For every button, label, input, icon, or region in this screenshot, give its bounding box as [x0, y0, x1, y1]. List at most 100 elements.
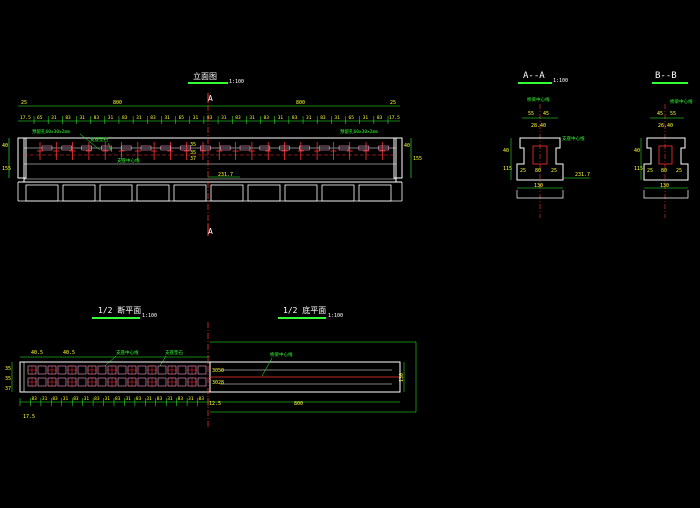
plan-pad [37, 377, 47, 387]
half-plan-note-leader-1 [104, 355, 117, 367]
elevation-spacing-label: 31 [363, 115, 369, 121]
elevation-scale: 1:100 [229, 79, 244, 85]
section-b-top-label: 桥梁中心线 [670, 98, 693, 105]
plan-bottom-label: 83 [136, 396, 142, 402]
elevation-spacing-label: 83 [320, 115, 326, 121]
plan-pad [197, 365, 207, 375]
half-bottom-plan-scale: 1:100 [328, 313, 343, 319]
elevation-note-leader-1 [79, 133, 101, 151]
elevation-bearing-markers [37, 142, 389, 160]
half-plan-title: 1/2 断平面 [98, 305, 141, 315]
elevation-pad [101, 145, 112, 151]
elevation-pad [318, 145, 330, 151]
elevation-height-left-1: 40 [2, 143, 8, 149]
section-a-bottom-3: 25 [551, 168, 557, 174]
plan-pad [77, 377, 87, 387]
section-a-top-label: 桥梁中心线 [527, 96, 550, 103]
elevation-spacing-label: 83 [65, 115, 71, 121]
elevation-mid-dim-2: 35 [190, 150, 196, 156]
elevation-spacing-label: 31 [108, 115, 114, 121]
elevation-end-block-left [17, 137, 27, 179]
elevation-spacing-label: 31 [193, 115, 199, 121]
elevation-spacing-first: 17.5 [20, 115, 31, 121]
section-a-dim-top-2: 45 [543, 111, 549, 117]
elevation-center-mark: 231.7 [218, 172, 233, 178]
elevation-spacing-label: 83 [292, 115, 298, 121]
half-plan-scale: 1:100 [142, 313, 157, 319]
plan-bottom-label: 83 [157, 396, 163, 402]
plan-bottom-label: 31 [167, 396, 173, 402]
girder-box [99, 184, 133, 202]
elevation-pad [279, 145, 290, 151]
plan-bottom-label: 83 [52, 396, 58, 402]
cut-mark-bottom: A [208, 227, 213, 236]
elevation-note-leader-2 [107, 142, 113, 153]
section-b-dim-top-3: 26.40 [658, 123, 673, 129]
half-plan-right-height-1: 30 [212, 368, 218, 374]
elevation-spacing-label: 65 [349, 115, 355, 121]
half-plan-dim-top-1: 40.5 [31, 350, 43, 356]
elevation-pad [378, 145, 389, 151]
section-b-dim-top-1: 45 [657, 111, 663, 117]
section-b-title: B--B [655, 71, 677, 81]
section-a-side-note: 支座中心线 [562, 135, 585, 142]
elevation-title: 立面图 [193, 71, 217, 81]
elevation-end-block-right [393, 137, 403, 179]
section-b-outline [643, 137, 689, 181]
plan-bottom-label: 31 [105, 396, 111, 402]
elevation-pad [358, 145, 370, 151]
section-a-height-2: 115 [503, 166, 512, 172]
half-bottom-plan-title: 1/2 底平面 [283, 305, 326, 315]
elevation-height-right-2: 155 [413, 156, 422, 162]
elevation-spacing-label: 31 [334, 115, 340, 121]
section-a-center-mark: 231.7 [575, 172, 590, 178]
elevation-pad [180, 145, 191, 151]
girder-box [210, 184, 244, 202]
girder-box [136, 184, 170, 202]
plan-pad [157, 365, 167, 375]
elevation-pad [61, 145, 73, 151]
plan-pad [177, 365, 187, 375]
elevation-spacing-label: 83 [94, 115, 100, 121]
elevation-pad [259, 145, 271, 151]
plan-pad [57, 377, 67, 387]
girder-box [25, 184, 59, 202]
half-bottom-plan-right-height-1: 50 [218, 368, 224, 374]
half-plan-note-leader-2 [159, 355, 167, 367]
elevation-spacing-last: 17.5 [389, 115, 400, 121]
girder-box [173, 184, 207, 202]
plan-pad [157, 377, 167, 387]
plan-bottom-label: 83 [178, 396, 184, 402]
girder-box [247, 184, 281, 202]
half-plan-end-dim: 17.5 [23, 414, 35, 420]
plan-pad [97, 377, 107, 387]
girder-box [321, 184, 355, 202]
plan-pad [137, 365, 147, 375]
elevation-pad [160, 145, 172, 151]
elevation-pad [120, 145, 132, 151]
half-bottom-plan-view: 1/2 底平面 1:100 桥梁中心线 800 12.5 130 50 28 [209, 305, 417, 413]
elevation-mid-dim-1: 35 [190, 142, 196, 148]
plan-bottom-label: 83 [115, 396, 121, 402]
half-bottom-plan-center-note: 桥梁中心线 [270, 351, 293, 358]
half-bottom-plan-note-leader [261, 357, 273, 377]
half-bottom-plan-right-height-2: 28 [218, 380, 224, 386]
section-b-bottom-3: 25 [676, 168, 682, 174]
section-a-view: A--A 1:100 桥梁中心线 55 45 28.40 支座中心线 231.7… [503, 71, 590, 218]
elevation-spacing-label: 83 [207, 115, 213, 121]
plan-bottom-label: 31 [146, 396, 152, 402]
elevation-pad [81, 145, 92, 151]
plan-bottom-label: 83 [31, 396, 37, 402]
half-plan-left-height-2: 35 [5, 376, 11, 382]
elevation-girder-boxes [17, 182, 403, 202]
elevation-height-right-1: 40 [404, 143, 410, 149]
plan-pad [77, 365, 87, 375]
plan-bottom-label: 83 [199, 396, 205, 402]
half-plan-note-1: 支座中心线 [116, 349, 139, 356]
section-b-bottom-2: 80 [661, 168, 667, 174]
plan-pad [137, 377, 147, 387]
plan-pad [97, 365, 107, 375]
